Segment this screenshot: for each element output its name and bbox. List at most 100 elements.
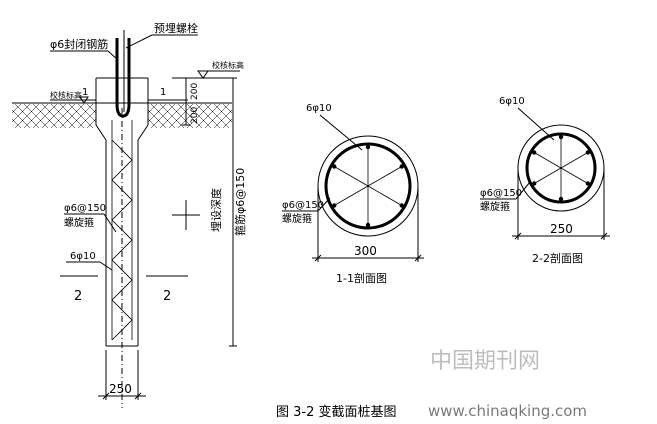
section-2-bar-leader [517, 107, 555, 141]
hatch-line [159, 103, 185, 129]
pile-elevation [95, 30, 149, 408]
hatch-line [23, 103, 49, 129]
stirrup-length-label: 箍筋φ6@150 [233, 168, 247, 236]
section-2: 6φ10 φ6@150 螺旋箍 250 2-2剖面图 [480, 96, 610, 265]
section-1-bars [332, 144, 404, 228]
section-2-dim-tick-left [514, 232, 522, 240]
hatch-line [68, 103, 94, 129]
rebar-dot [585, 150, 591, 155]
hatch-line [186, 103, 212, 129]
rebar-dot [332, 164, 337, 169]
pile-taper-right [137, 124, 149, 141]
embedded-bolt-label: 预埋螺栓 [154, 21, 198, 35]
rebar-dot [365, 144, 371, 150]
ground [11, 102, 233, 129]
section-1-diameter: 300 [354, 244, 377, 258]
hatch-line [150, 103, 176, 129]
check-elev-label-left: 校核标高 [50, 90, 82, 100]
section-2-bars [531, 134, 591, 202]
hatch-line [204, 103, 230, 129]
section-1-title: 1-1剖面图 [336, 271, 387, 285]
section-spoke [367, 185, 405, 208]
rebar-dot [558, 196, 564, 202]
ground-hatch-left [11, 103, 97, 129]
figure-caption: 图 3-2 变截面桩基图 [276, 404, 397, 420]
bottom-width-label: 250 [109, 382, 132, 396]
hatch-line [222, 103, 233, 114]
hatch-line [32, 103, 58, 129]
hatch-line [213, 103, 233, 123]
section-2-spiral-name: 螺旋箍 [480, 200, 510, 213]
pile-taper-left [95, 124, 107, 141]
bottom-dim-tick-left [102, 392, 110, 400]
section-1-dim-tick-left [314, 254, 322, 262]
dim-200-a: 200 [190, 83, 200, 100]
section-2-dim-tick-right [600, 232, 608, 240]
section-1-spiral-leader [317, 197, 331, 212]
rebar-dot [399, 203, 404, 208]
hatch-line [50, 103, 76, 129]
section-2-mark-right: 2 [163, 289, 171, 304]
closed-bar-loop [115, 38, 131, 118]
rebar-dot [332, 203, 337, 208]
rebar-dot [558, 134, 564, 140]
section-1-dim-tick-right [414, 254, 422, 262]
closed-bar-label: φ6封闭钢筋 [50, 37, 108, 51]
section-1-mark-right: 1 [160, 87, 166, 98]
spiral-spec-left: φ6@150 [64, 203, 106, 214]
site-url: www.chinaqking.com [428, 402, 587, 420]
watermark: 中国期刊网 [430, 349, 540, 374]
hatch-line [41, 103, 67, 129]
section-1-mark-left: 1 [82, 87, 88, 98]
section-2-mark-left: 2 [74, 289, 82, 304]
spiral-name-left: 螺旋箍 [64, 216, 94, 229]
section-2-title: 2-2剖面图 [532, 251, 583, 265]
spiral-stirrup [111, 139, 133, 341]
section-2-spokes [531, 134, 591, 202]
section-2-diameter: 250 [550, 222, 573, 236]
section-2-bar-label: 6φ10 [499, 96, 525, 107]
spiral-leader [103, 213, 117, 233]
section-spoke [331, 164, 369, 187]
embed-depth-label: 埋设深度 [209, 188, 223, 232]
section-1-spiral-spec: φ6@150 [282, 200, 324, 211]
hatch-line [86, 103, 97, 114]
hatch-line [177, 103, 203, 129]
section-1-spiral-name: 螺旋箍 [282, 212, 312, 225]
section-spoke [560, 150, 591, 169]
long-bar-leader [99, 261, 113, 271]
section-1: 6φ10 φ6@150 螺旋箍 300 1-1剖面图 [282, 103, 424, 285]
check-elev-label-right: 校核标高 [212, 60, 244, 70]
hatch-line [14, 103, 40, 129]
section-spoke [367, 164, 405, 187]
hatch-line [222, 118, 233, 129]
section-spoke [531, 150, 562, 169]
section-1-bar-label: 6φ10 [306, 103, 332, 114]
hatch-line [86, 118, 97, 129]
section-spoke [331, 185, 369, 208]
elevation-annotations: φ6封闭钢筋 预埋螺栓 校核标高 校核标高 1 1 200 200 埋设深度 [50, 21, 247, 400]
closed-bar-leader [107, 50, 119, 61]
bottom-dim-tick-right [134, 392, 142, 400]
hatch-line [77, 103, 97, 123]
section-spoke [560, 167, 591, 186]
rebar-dot [531, 181, 537, 186]
bolt-leader [125, 34, 153, 49]
hatch-line [59, 103, 85, 129]
section-spoke [531, 167, 562, 186]
rebar-dot [365, 222, 371, 228]
rebar-dot [531, 150, 537, 155]
check-elev-triangle-right [197, 70, 209, 79]
section-2-spiral-spec: φ6@150 [480, 188, 522, 199]
rebar-dot [399, 164, 404, 169]
hatch-line [168, 103, 194, 129]
rebar-dot [585, 181, 591, 186]
hatch-line [195, 103, 221, 129]
section-1-spokes [331, 144, 405, 228]
hatch-line [213, 109, 233, 129]
long-bar-label-left: 6φ10 [70, 251, 96, 262]
ground-hatch-right [147, 103, 233, 129]
dim-200-b: 200 [190, 107, 200, 124]
